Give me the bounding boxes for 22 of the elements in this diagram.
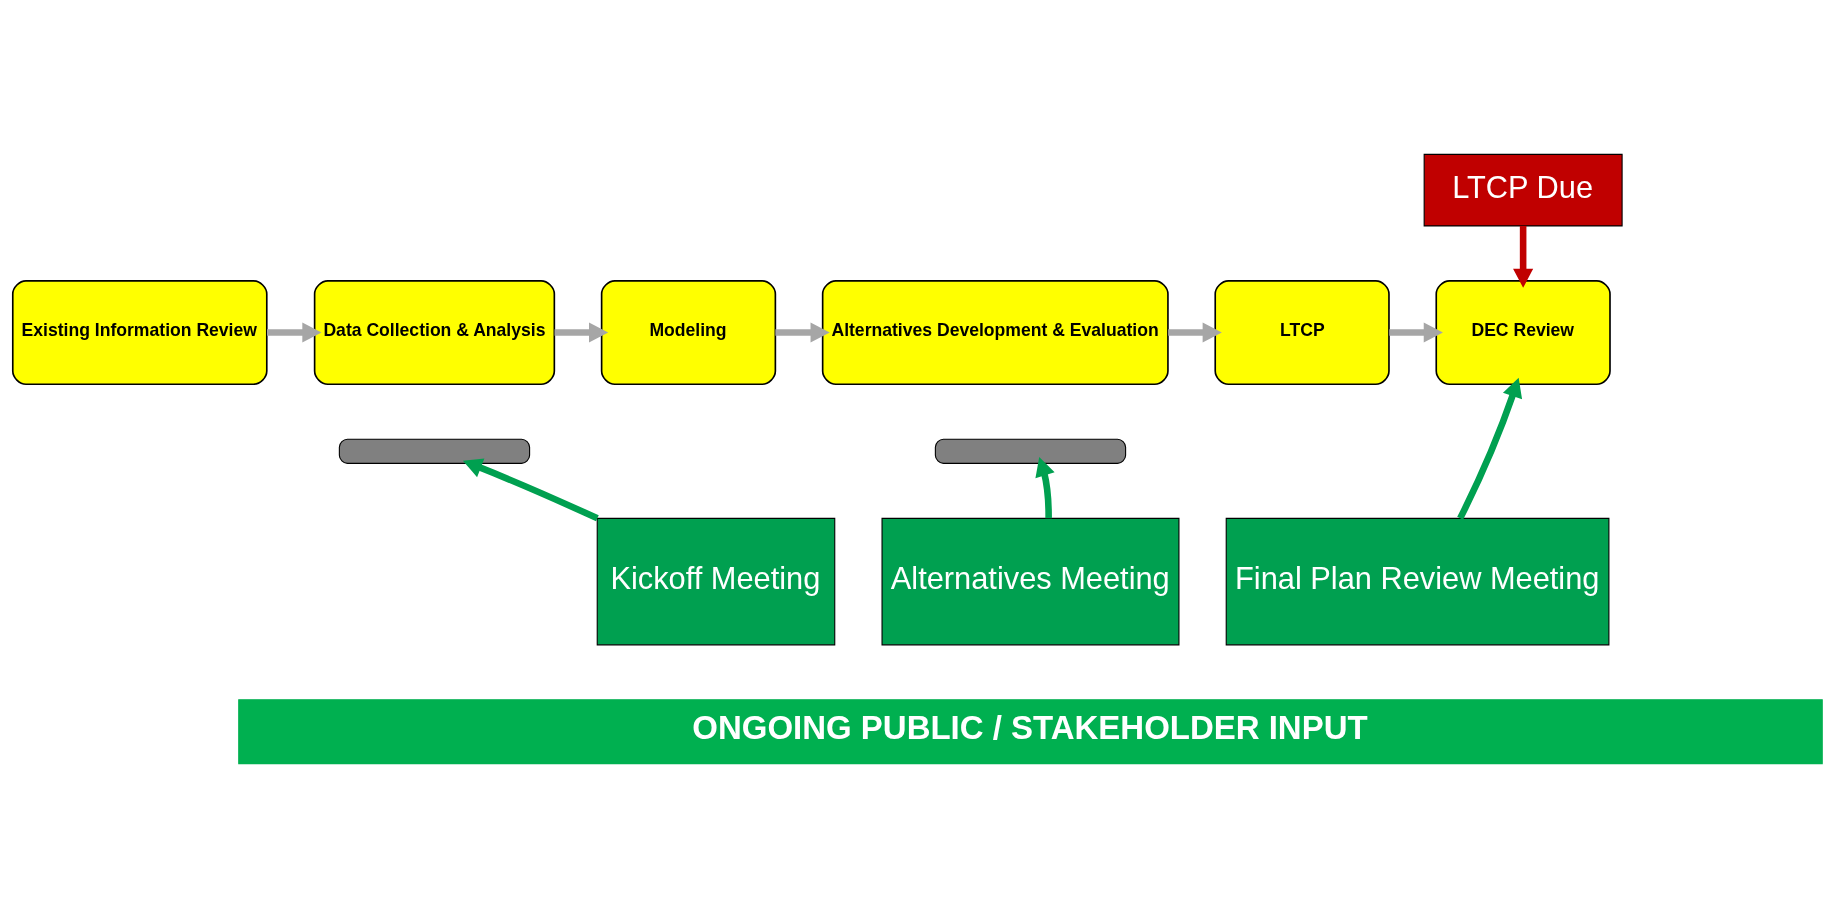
node-box: Alternatives Meeting bbox=[881, 517, 1180, 645]
node-box: Final Plan Review Meeting bbox=[1225, 517, 1610, 645]
arrow bbox=[1389, 321, 1443, 343]
node-bar bbox=[338, 438, 531, 464]
node-box: Modeling bbox=[600, 279, 777, 385]
arrow bbox=[1035, 456, 1055, 518]
node-box: LTCP Due bbox=[1423, 153, 1623, 226]
arrow bbox=[1168, 321, 1222, 343]
node-box: Data Collection & Analysis bbox=[313, 279, 556, 385]
node-box: DEC Review bbox=[1435, 279, 1611, 385]
node-box: ONGOING PUBLIC / STAKEHOLDER INPUT bbox=[238, 698, 1823, 764]
node-box: Existing Information Review bbox=[11, 279, 268, 385]
arrow bbox=[267, 321, 322, 343]
arrow bbox=[462, 457, 599, 521]
node-box: LTCP bbox=[1214, 279, 1390, 385]
node-box: Kickoff Meeting bbox=[596, 517, 836, 645]
arrow bbox=[1513, 225, 1534, 288]
node-bar bbox=[934, 438, 1127, 464]
arrow bbox=[775, 321, 830, 343]
arrow bbox=[1457, 377, 1523, 520]
node-box: Alternatives Development & Evaluation bbox=[821, 279, 1169, 385]
arrow bbox=[554, 321, 609, 343]
